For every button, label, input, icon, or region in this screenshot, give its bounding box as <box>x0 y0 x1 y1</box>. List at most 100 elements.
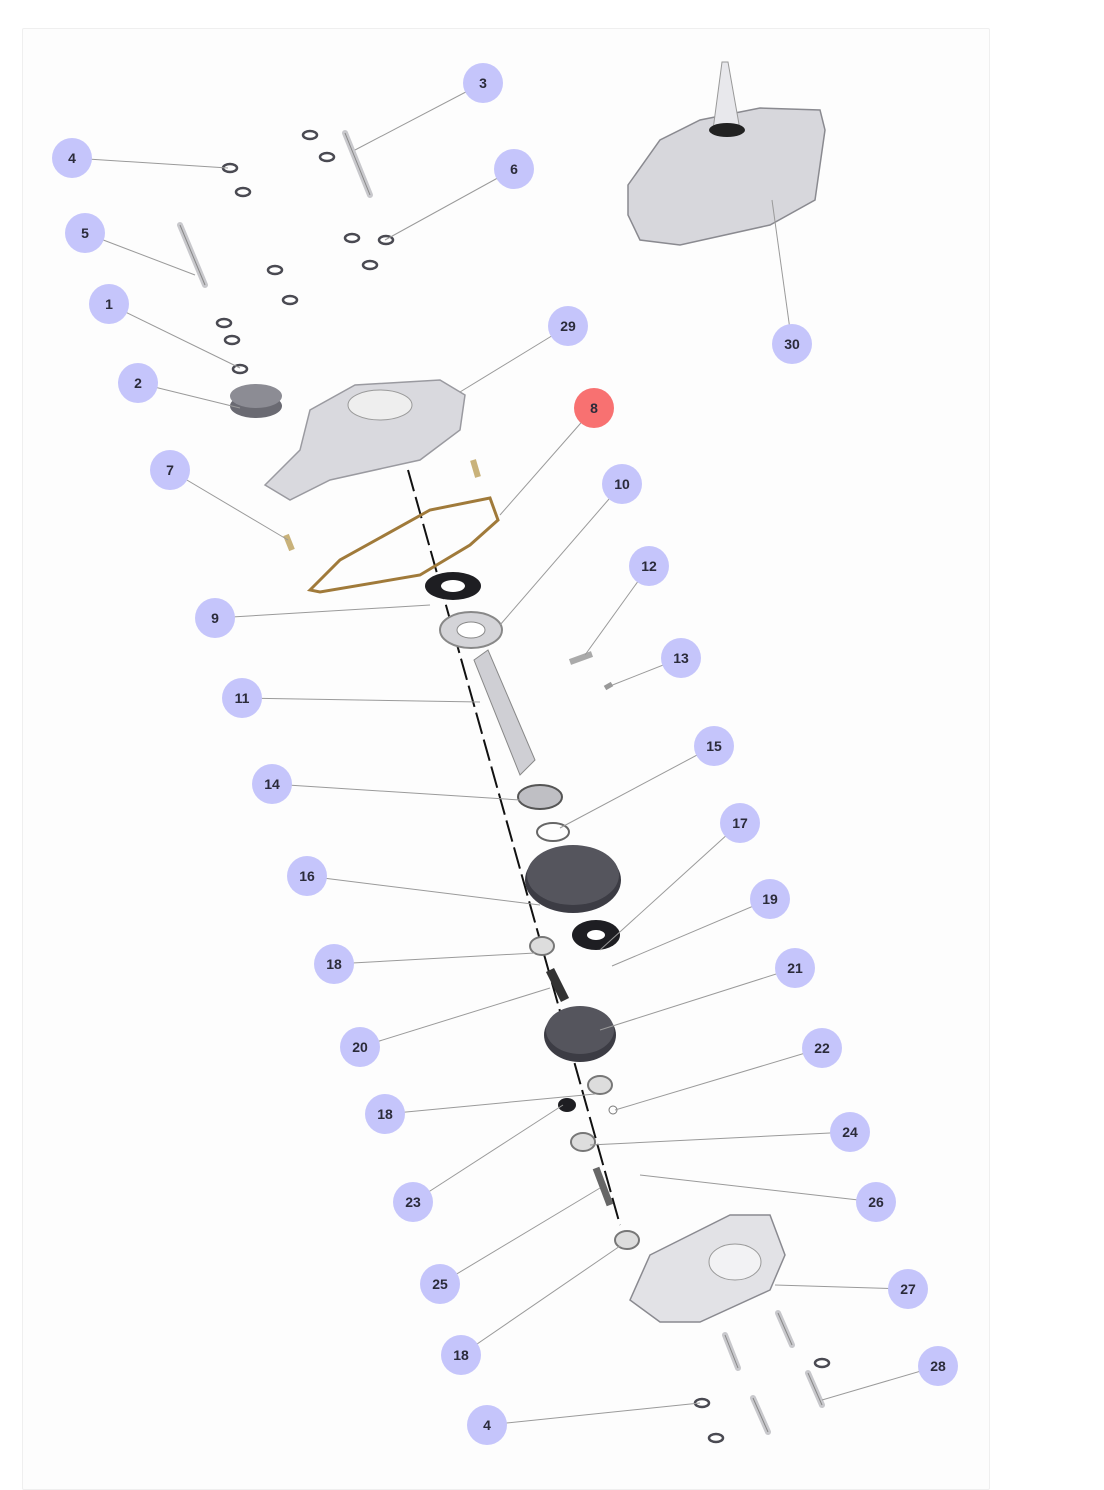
oil-seal-hole <box>441 580 465 592</box>
nut-icon <box>266 264 284 276</box>
callout-badge-24[interactable]: 24 <box>830 1112 870 1152</box>
leader-line <box>774 1284 909 1290</box>
leader-line <box>821 1365 939 1401</box>
callout-label: 22 <box>814 1040 830 1056</box>
callout-circle <box>856 1182 896 1222</box>
bearing-icon <box>614 1230 640 1250</box>
leader-line <box>639 1174 877 1203</box>
oil-seal-hole <box>587 930 605 940</box>
callout-circle <box>252 764 292 804</box>
callout-badge-8[interactable]: 8 <box>574 388 614 428</box>
leader-line <box>459 325 569 393</box>
callout-label: 2 <box>134 375 142 391</box>
callout-badge-22[interactable]: 22 <box>802 1028 842 1068</box>
callout-badge-5[interactable]: 5 <box>65 213 105 253</box>
callout-badge-12[interactable]: 12 <box>629 546 669 586</box>
callout-label: 15 <box>706 738 722 754</box>
parts-layer <box>177 61 831 1444</box>
callout-badge-28[interactable]: 28 <box>918 1346 958 1386</box>
callout-circle <box>918 1346 958 1386</box>
callout-badge-15[interactable]: 15 <box>694 726 734 766</box>
callout-circle <box>195 598 235 638</box>
nut-icon <box>361 259 379 271</box>
screw-icon <box>603 681 614 691</box>
circlip-icon <box>536 822 570 842</box>
nut-icon <box>234 186 252 198</box>
callout-badge-18[interactable]: 18 <box>441 1335 481 1375</box>
callout-badge-19[interactable]: 19 <box>750 879 790 919</box>
leader-line <box>359 987 551 1048</box>
gearbox-assembly-icon <box>627 107 826 246</box>
callout-badge-3[interactable]: 3 <box>463 63 503 103</box>
pinion-shaft-icon <box>473 649 536 776</box>
callout-badge-18[interactable]: 18 <box>314 944 354 984</box>
nut-icon <box>223 334 241 346</box>
callout-badge-21[interactable]: 21 <box>775 948 815 988</box>
callout-label: 24 <box>842 1124 858 1140</box>
nut-icon <box>215 317 233 329</box>
gear-face <box>546 1006 614 1054</box>
leader-line <box>271 783 521 801</box>
callout-label: 1 <box>105 296 113 312</box>
leader-line <box>599 822 741 951</box>
callout-label: 4 <box>68 150 76 166</box>
callout-badge-29[interactable]: 29 <box>548 306 588 346</box>
callout-circle <box>467 1405 507 1445</box>
nut-icon <box>281 294 299 306</box>
callout-badge-25[interactable]: 25 <box>420 1264 460 1304</box>
callout-badge-30[interactable]: 30 <box>772 324 812 364</box>
callout-badge-9[interactable]: 9 <box>195 598 235 638</box>
callout-label: 21 <box>787 960 803 976</box>
callout-badge-23[interactable]: 23 <box>393 1182 433 1222</box>
callout-badge-4[interactable]: 4 <box>467 1405 507 1445</box>
bolt-outline <box>752 1397 769 1433</box>
callout-badge-14[interactable]: 14 <box>252 764 292 804</box>
cover-bore <box>708 1243 762 1281</box>
callout-badge-11[interactable]: 11 <box>222 678 262 718</box>
callout-badge-13[interactable]: 13 <box>661 638 701 678</box>
callout-badge-27[interactable]: 27 <box>888 1269 928 1309</box>
callout-badge-1[interactable]: 1 <box>89 284 129 324</box>
callout-label: 9 <box>211 610 219 626</box>
callout-label: 6 <box>510 161 518 177</box>
bearing-bore <box>456 621 486 639</box>
callout-badge-17[interactable]: 17 <box>720 803 760 843</box>
callout-label: 11 <box>235 690 250 706</box>
leader-line <box>460 1245 621 1356</box>
nut-icon <box>343 232 361 244</box>
callout-badge-4[interactable]: 4 <box>52 138 92 178</box>
callout-circle <box>802 1028 842 1068</box>
callout-circle <box>574 388 614 428</box>
nut-icon <box>231 363 249 375</box>
callout-label: 18 <box>377 1106 393 1122</box>
leader-line <box>384 168 515 241</box>
callout-circle <box>888 1269 928 1309</box>
leader-line <box>214 604 431 619</box>
leader-line <box>384 1093 596 1115</box>
leader-line <box>614 1047 823 1111</box>
lower-cover-icon <box>629 1214 786 1323</box>
leader-line <box>486 1402 701 1426</box>
callout-badge-26[interactable]: 26 <box>856 1182 896 1222</box>
bearing-icon <box>529 936 555 956</box>
callout-badge-6[interactable]: 6 <box>494 149 534 189</box>
callout-circle <box>463 63 503 103</box>
shaft-icon <box>545 967 570 1003</box>
leader-line <box>499 483 623 626</box>
callout-badge-18[interactable]: 18 <box>365 1094 405 1134</box>
callout-badge-7[interactable]: 7 <box>150 450 190 490</box>
leader-line <box>611 898 771 967</box>
callout-badge-16[interactable]: 16 <box>287 856 327 896</box>
callout-label: 18 <box>453 1347 469 1363</box>
callout-circle <box>340 1027 380 1067</box>
callout-circle <box>441 1335 481 1375</box>
leader-line <box>499 407 595 516</box>
bearing-icon <box>587 1075 613 1095</box>
callout-label: 30 <box>784 336 800 352</box>
assembly-seal <box>709 123 745 137</box>
callout-badge-20[interactable]: 20 <box>340 1027 380 1067</box>
callout-badge-10[interactable]: 10 <box>602 464 642 504</box>
callout-circle <box>150 450 190 490</box>
callout-badge-2[interactable]: 2 <box>118 363 158 403</box>
